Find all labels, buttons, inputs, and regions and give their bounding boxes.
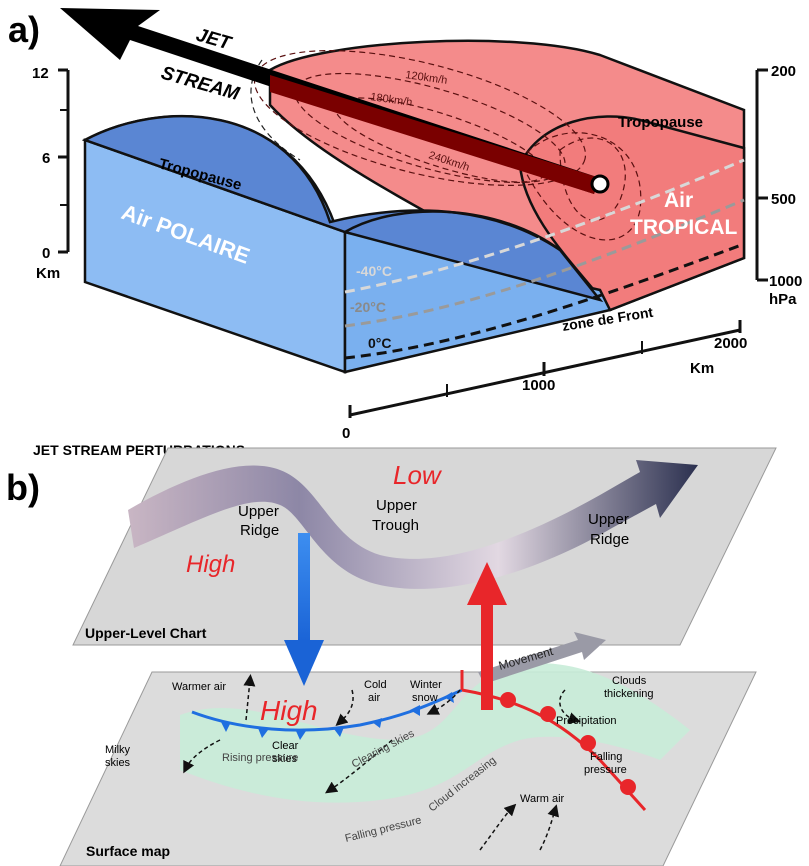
right-axis: 200 500 1000 hPa [755,63,802,308]
clouds-thickening-label-2: thickening [604,688,654,700]
upper-trough-2: Trough [372,517,419,534]
upper-ridge-left-1: Upper [238,503,279,520]
isotach-180: 180km/h [370,91,413,109]
bottom-tick-0: 0 [342,425,350,442]
upper-ridge-right-1: Upper [588,511,629,528]
surface-high-label: High [260,695,318,726]
left-tick-12: 12 [32,65,49,82]
milky-skies-label-1: Milky [105,744,131,756]
cold-air-label-1: Cold [364,679,387,691]
clouds-thickening-label-1: Clouds [612,675,647,687]
surface-map-caption: Surface map [86,843,170,859]
upper-ridge-left-2: Ridge [240,522,279,539]
clear-skies-label-1: Clear [272,740,299,752]
right-tick-500: 500 [771,191,796,208]
left-axis: 12 6 0 Km [32,65,70,282]
ascending-air-arrow [467,562,507,710]
winter-snow-label-2: snow [412,692,438,704]
surface-map: Movement Surface map High Warmer air Col… [59,632,757,866]
right-tick-200: 200 [771,63,796,80]
winter-snow-label-1: Winter [410,679,442,691]
tropical-air-mass [250,39,746,312]
falling-pressure-right-1: Falling [590,751,622,763]
clear-skies-label-2: skies [272,753,298,765]
bottom-axis-unit: Km [690,360,714,377]
bottom-tick-1000: 1000 [522,377,555,394]
upper-level-chart: Upper-Level Chart Low High Upper Ridge U… [72,447,777,646]
air-tropical-label-2: TROPICAL [630,216,738,239]
isotherm-minus40: -40°C [356,263,392,279]
upper-trough-1: Upper [376,497,417,514]
upper-high-label: High [186,551,235,578]
left-axis-unit: Km [36,265,60,282]
precipitation-label: Precipitation [556,715,617,727]
falling-pressure-right-2: pressure [584,764,627,776]
upper-chart-caption: Upper-Level Chart [85,625,207,641]
descending-air-arrow [284,533,324,686]
polar-air-mass [81,114,745,374]
warm-air-label: Warm air [520,793,565,805]
upper-ridge-right-2: Ridge [590,531,629,548]
left-tick-0: 0 [42,245,50,262]
warmer-air-label: Warmer air [172,681,226,693]
panel-b-label: b) [6,467,40,508]
isotherm-minus20: -20°C [350,299,386,315]
upper-low-label: Low [393,460,443,490]
bottom-axis: 0 1000 2000 Km [342,320,747,442]
air-tropical-label-1: Air [664,189,693,212]
tropopause-right-label: Tropopause [618,114,703,131]
milky-skies-label-2: skies [105,757,131,769]
rising-pressure-label: Rising pressure [222,752,298,764]
left-tick-6: 6 [42,150,50,167]
cold-air-label-2: air [368,692,381,704]
isotach-120: 120km/h [405,69,448,87]
right-tick-1000: 1000 [769,273,802,290]
panel-a-label: a) [8,9,40,50]
bottom-tick-2000: 2000 [714,335,747,352]
isotherm-0: 0°C [368,335,392,351]
right-axis-unit: hPa [769,291,797,308]
